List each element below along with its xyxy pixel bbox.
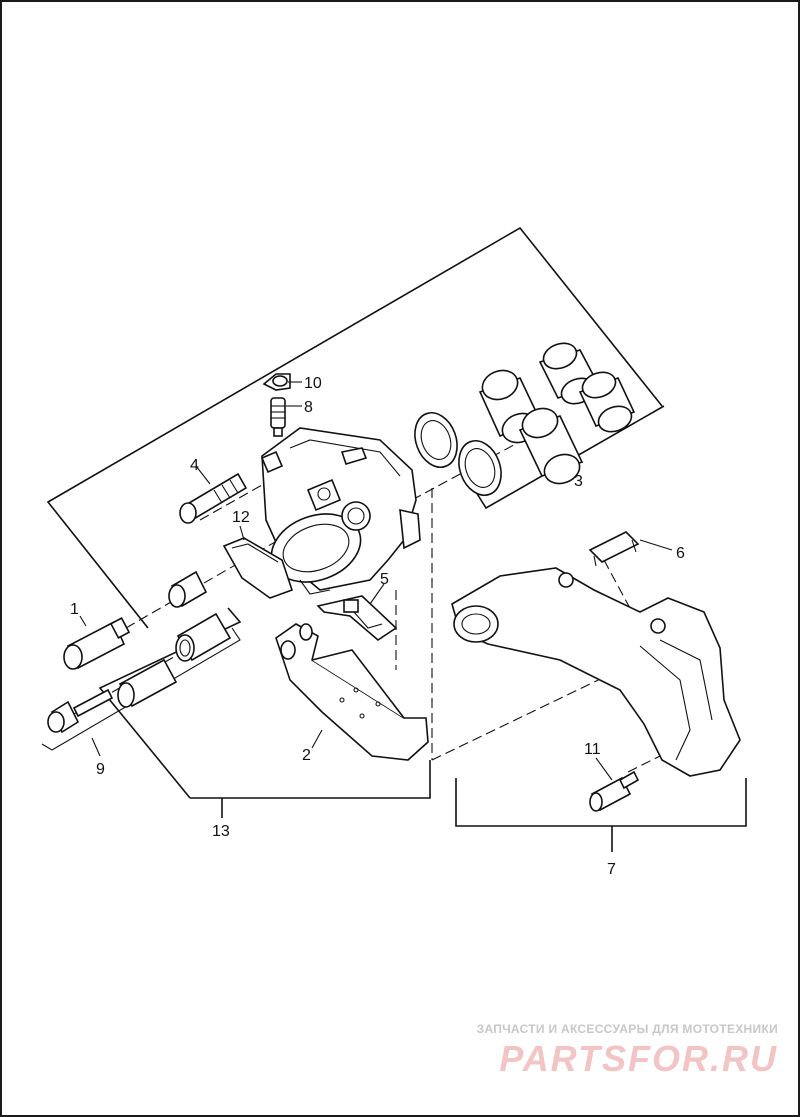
callout-labels: 10 8 4 12 3 6 5 1 2 11 9 13 7 <box>70 375 685 878</box>
callout-3: 3 <box>574 473 583 490</box>
bleeder-cap <box>262 373 291 391</box>
site-watermark: ЗАПЧАСТИ И АКСЕССУАРЫ ДЛЯ МОТОТЕХНИКИ PA… <box>477 1022 778 1080</box>
callout-10: 10 <box>304 375 322 392</box>
caliper-bolt <box>179 472 248 524</box>
callout-2: 2 <box>302 747 311 764</box>
brake-pad <box>275 623 429 761</box>
assembly-bracket-7 <box>455 778 747 852</box>
callout-12: 12 <box>232 509 250 526</box>
slide-pin-boot <box>175 612 232 662</box>
leader-lines <box>79 381 673 781</box>
pad-spring-clip <box>316 595 398 642</box>
caliper-mount-bracket <box>451 567 741 777</box>
assembly-bracket-13 <box>46 226 663 818</box>
piston-small-rear <box>578 371 636 433</box>
slide-pin-bushing-upper <box>168 570 208 608</box>
callout-6: 6 <box>676 545 685 562</box>
socket-head-pin <box>47 688 114 734</box>
callout-5: 5 <box>380 571 389 588</box>
watermark-tagline: ЗАПЧАСТИ И АКСЕССУАРЫ ДЛЯ МОТОТЕХНИКИ <box>476 1022 778 1036</box>
slide-clip <box>588 531 640 567</box>
callout-13: 13 <box>212 823 230 840</box>
callout-4: 4 <box>190 457 199 474</box>
callout-9: 9 <box>96 761 105 778</box>
slide-pin-bushing-lower <box>117 658 178 708</box>
callout-7: 7 <box>607 861 616 878</box>
pin-plug <box>589 770 640 812</box>
watermark-brand-logo: PARTSFOR.RU <box>499 1038 778 1079</box>
piston-large-rear <box>518 407 584 485</box>
callout-11: 11 <box>584 741 601 758</box>
callout-8: 8 <box>304 399 313 416</box>
piston-seal-set <box>414 412 502 496</box>
bleeder-valve <box>270 397 286 437</box>
slide-pin-sleeve <box>63 617 131 670</box>
callout-1: 1 <box>70 601 79 618</box>
caliper-body <box>260 427 421 595</box>
